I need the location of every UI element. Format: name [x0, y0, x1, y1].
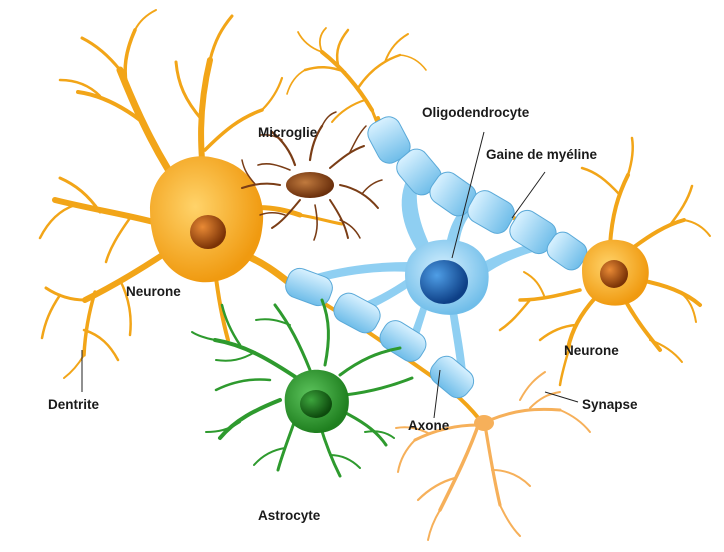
oligodendrocyte-nucleus	[420, 260, 468, 304]
top-dendrite-tree	[287, 28, 426, 125]
synapse-node	[474, 415, 494, 431]
neuron-left-nucleus	[190, 215, 226, 249]
astrocyte-nucleus	[300, 390, 332, 418]
label-axon: Axone	[408, 418, 450, 433]
label-neuron-left: Neurone	[126, 284, 181, 299]
leader-synapse	[545, 392, 578, 402]
label-dendrite: Dentrite	[48, 397, 99, 412]
label-myelin-sheath: Gaine de myéline	[486, 147, 598, 162]
label-microglia: Microglie	[258, 125, 318, 140]
label-neuron-right: Neurone	[564, 343, 619, 358]
neuron-right-nucleus	[600, 260, 628, 288]
label-oligodendrocyte: Oligodendrocyte	[422, 105, 530, 120]
label-synapse: Synapse	[582, 397, 638, 412]
microglia-nucleus	[286, 172, 334, 198]
label-astrocyte: Astrocyte	[258, 508, 321, 523]
